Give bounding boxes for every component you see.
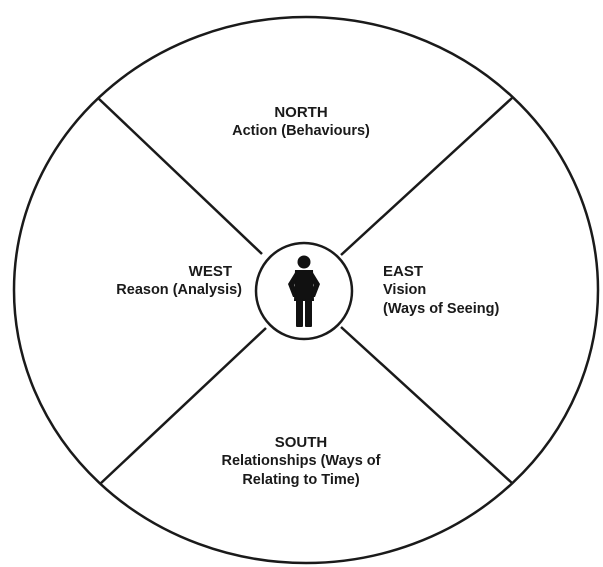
divider-upper-left xyxy=(97,97,263,255)
description-west: Reason (Analysis) xyxy=(116,282,242,298)
direction-label-east: EAST xyxy=(383,263,424,280)
direction-label-west: WEST xyxy=(188,263,232,280)
direction-label-south: SOUTH xyxy=(274,434,328,451)
description-east-line1: Vision xyxy=(383,282,427,298)
divider-upper-right xyxy=(340,97,513,256)
quadrant-north: NORTH Action (Behaviours) xyxy=(191,103,411,141)
quadrant-west: WEST Reason (Analysis) xyxy=(42,262,242,300)
divider-lower-left xyxy=(99,327,267,485)
direction-label-north: NORTH xyxy=(274,104,328,121)
quadrant-east: EAST Vision (Ways of Seeing) xyxy=(383,262,583,319)
description-south-line2: Relating to Time) xyxy=(242,472,360,488)
description-east-line2: (Ways of Seeing) xyxy=(383,301,500,317)
standing-person-icon xyxy=(288,255,320,327)
divider-lower-right xyxy=(340,326,513,484)
description-north: Action (Behaviours) xyxy=(232,123,370,139)
quadrant-south: SOUTH Relationships (Ways of Relating to… xyxy=(171,433,431,490)
description-south-line1: Relationships (Ways of xyxy=(221,453,381,469)
